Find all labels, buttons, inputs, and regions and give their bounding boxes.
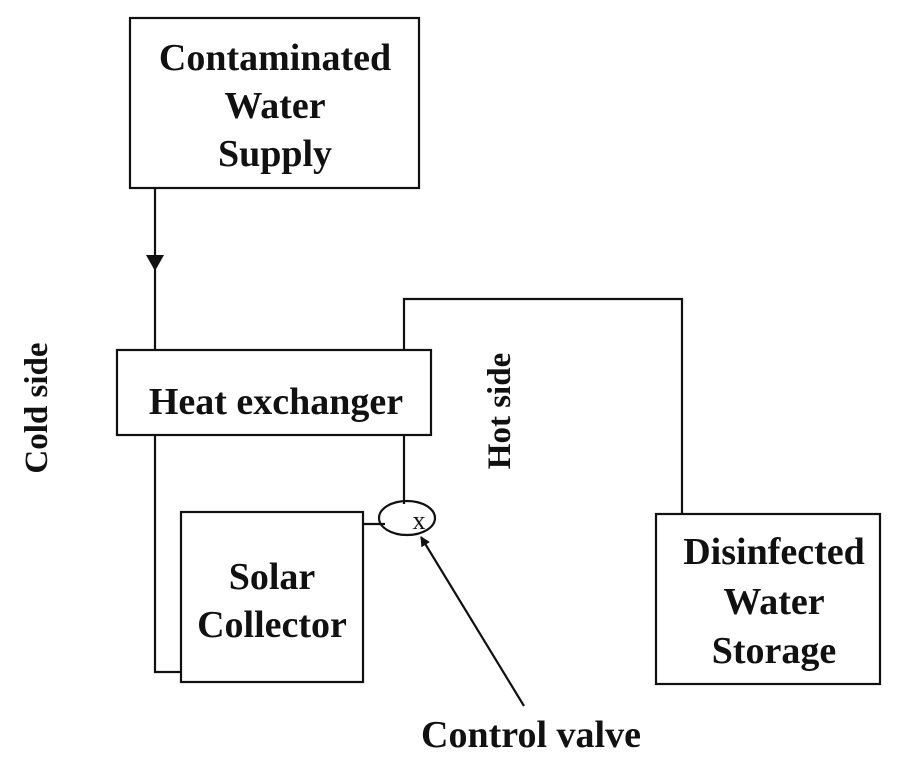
supply-label-line-3: Supply [218, 133, 332, 175]
pipes [146, 188, 684, 674]
control-valve-pointer-arrow [420, 536, 525, 707]
hot-side-label: Hot side [482, 353, 518, 469]
storage-label-line-1: Disinfected [683, 531, 865, 573]
collector-label-line-2: Collector [197, 604, 347, 646]
cold-side-label: Cold side [19, 342, 55, 473]
valve-icon [377, 499, 437, 537]
solar-collector-box: Solar Collector [179, 510, 365, 684]
exchanger-to-collector-pipe [153, 435, 181, 674]
collector-label-line-1: Solar [229, 556, 316, 598]
flow-arrow-icon [146, 255, 164, 271]
control-valve-label: Control valve [421, 714, 641, 756]
heat-exchanger-box: Heat exchanger [115, 348, 433, 437]
supply-label-line-1: Contaminated [159, 37, 391, 79]
disinfected-water-storage-box: Disinfected Water Storage [654, 512, 882, 686]
supply-label-line-2: Water [224, 85, 325, 127]
heat-exchanger-label: Heat exchanger [149, 381, 403, 423]
storage-label-line-2: Water [723, 581, 824, 623]
valve-symbol: x [413, 506, 426, 535]
contaminated-water-supply-box: Contaminated Water Supply [128, 16, 421, 190]
control-valve: x [377, 499, 437, 537]
storage-label-line-3: Storage [712, 630, 837, 672]
exchanger-to-storage-pipe [402, 297, 684, 514]
